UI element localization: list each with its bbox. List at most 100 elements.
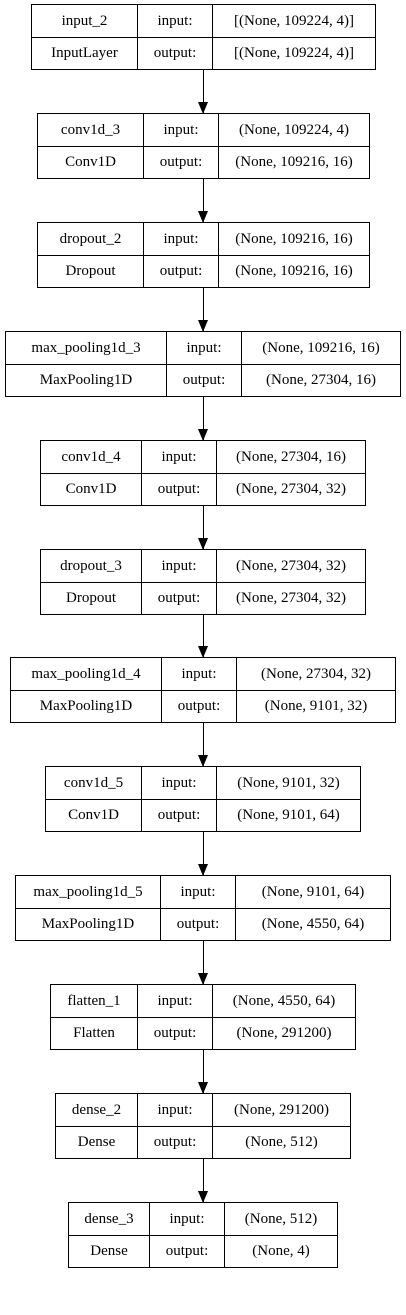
flow-arrow xyxy=(198,70,208,114)
layer-name: conv1d_3 xyxy=(38,114,144,146)
input-label: input: xyxy=(142,767,217,799)
input-label: input: xyxy=(150,1203,225,1235)
input-shape: (None, 9101, 64) xyxy=(261,883,365,900)
layer-name: max_pooling1d_3 xyxy=(6,332,167,364)
layer-type: InputLayer xyxy=(32,38,138,69)
layer-name: flatten_1 xyxy=(51,985,138,1017)
layer-type: Dropout xyxy=(38,256,144,287)
flow-arrow xyxy=(198,615,208,658)
layer-name: dense_2 xyxy=(56,1094,138,1126)
flow-arrow xyxy=(198,832,208,876)
layer-name: dropout_3 xyxy=(41,550,142,582)
output-label: output: xyxy=(138,1127,213,1158)
output-shape: (None, 512) xyxy=(245,1134,318,1150)
output-label: output: xyxy=(162,691,237,722)
input-label: input: xyxy=(144,114,219,146)
output-shape: (None, 27304, 32) xyxy=(236,481,346,497)
flow-arrow xyxy=(198,397,208,441)
output-shape: (None, 109216, 16) xyxy=(235,154,353,170)
layer-type: MaxPooling1D xyxy=(6,365,167,396)
input-label: input: xyxy=(138,985,213,1017)
output-label: output: xyxy=(138,38,213,69)
output-shape: (None, 109216, 16) xyxy=(235,263,353,279)
layer-type: Conv1D xyxy=(41,474,142,505)
input-label: input: xyxy=(161,876,236,908)
layer-name: max_pooling1d_5 xyxy=(16,876,161,908)
layer-type: Conv1D xyxy=(38,147,144,178)
output-label: output: xyxy=(167,365,242,396)
output-label: output: xyxy=(142,583,217,614)
layer-type: Dense xyxy=(56,1127,138,1158)
output-label: output: xyxy=(144,147,219,178)
input-shape: (None, 9101, 32) xyxy=(237,774,340,791)
layer-name: max_pooling1d_4 xyxy=(11,658,162,690)
layer-type: Conv1D xyxy=(46,800,142,831)
input-label: input: xyxy=(142,441,217,473)
layer-type: Dropout xyxy=(41,583,142,614)
output-shape: (None, 291200) xyxy=(236,1025,332,1041)
input-shape: (None, 4550, 64) xyxy=(232,992,336,1009)
output-shape: (None, 4) xyxy=(252,1243,310,1259)
input-shape: (None, 109216, 16) xyxy=(262,339,380,356)
output-shape: (None, 9101, 32) xyxy=(264,698,368,714)
layer-name: input_2 xyxy=(32,5,138,37)
layer-name: dense_3 xyxy=(69,1203,150,1235)
flow-arrow xyxy=(198,1050,208,1094)
flow-arrow xyxy=(198,506,208,550)
output-label: output: xyxy=(144,256,219,287)
input-shape: (None, 291200) xyxy=(234,1101,329,1118)
input-shape: (None, 512) xyxy=(244,1210,318,1227)
output-label: output: xyxy=(142,474,217,505)
output-label: output: xyxy=(161,909,236,940)
input-label: input: xyxy=(142,550,217,582)
layer-type: Flatten xyxy=(51,1018,138,1049)
layer-type: Dense xyxy=(69,1236,150,1267)
layer-type: MaxPooling1D xyxy=(16,909,161,940)
output-shape: [(None, 109224, 4)] xyxy=(234,45,354,61)
input-label: input: xyxy=(162,658,237,690)
output-shape: (None, 9101, 64) xyxy=(237,807,340,823)
input-shape: (None, 27304, 32) xyxy=(236,557,346,574)
input-label: input: xyxy=(144,223,219,255)
layer-type: MaxPooling1D xyxy=(11,691,162,722)
layer-name: dropout_2 xyxy=(38,223,144,255)
input-shape: (None, 109216, 16) xyxy=(235,230,353,247)
layer-name: conv1d_4 xyxy=(41,441,142,473)
input-label: input: xyxy=(138,5,213,37)
output-label: output: xyxy=(142,800,217,831)
layer-name: conv1d_5 xyxy=(46,767,142,799)
